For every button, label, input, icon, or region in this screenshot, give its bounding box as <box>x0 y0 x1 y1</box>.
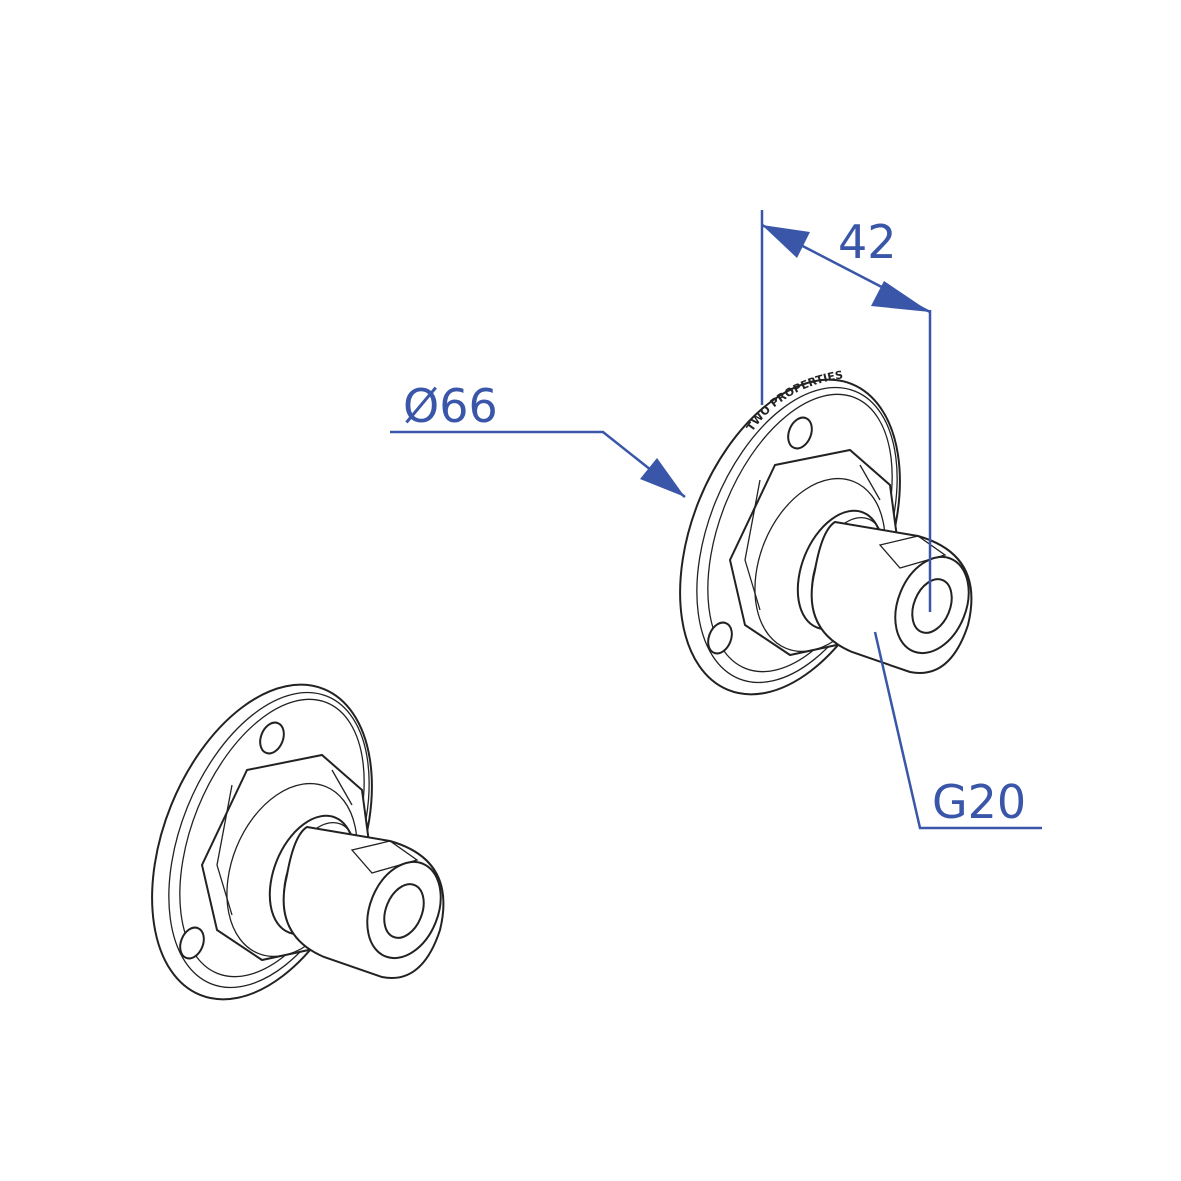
fitting-part-plain <box>108 651 456 1033</box>
thread-label: G20 <box>932 775 1026 829</box>
length-dimension: 42 <box>760 210 932 612</box>
thread-dimension: G20 <box>873 631 1042 830</box>
diameter-dimension: Ø66 <box>390 379 686 498</box>
length-label: 42 <box>838 215 897 269</box>
diameter-label: Ø66 <box>403 379 498 433</box>
